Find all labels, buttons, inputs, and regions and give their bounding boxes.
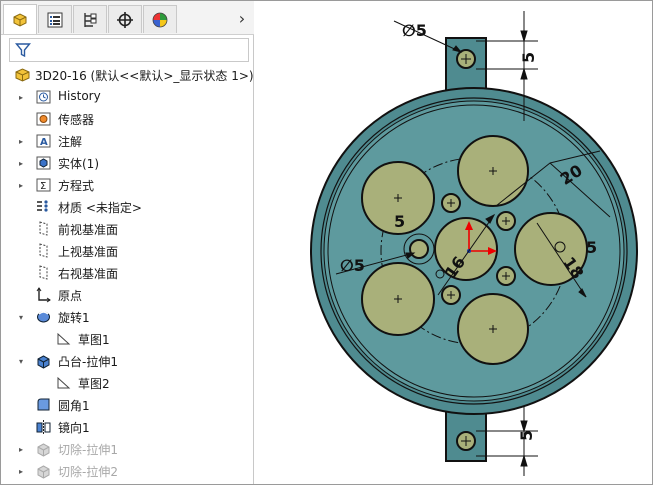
cut-extrude-icon	[37, 443, 50, 457]
tree-item[interactable]: 传感器	[1, 108, 253, 130]
crosshair-icon	[117, 11, 133, 28]
tree-item[interactable]: 上视基准面	[1, 240, 253, 262]
tree-item[interactable]: 圆角1	[1, 394, 253, 416]
tree-item-label: 注解	[58, 135, 83, 149]
tree-item[interactable]: ▸ A 注解	[1, 130, 253, 152]
tab-display-manager[interactable]	[143, 5, 177, 33]
tree-item[interactable]: 原点	[1, 284, 253, 306]
tree-item-label: History	[58, 89, 101, 103]
tree-item-label: 前视基准面	[58, 223, 119, 237]
filter-input[interactable]	[9, 38, 249, 62]
tree-item[interactable]: ▸ Σ 方程式	[1, 174, 253, 196]
origin-triad	[465, 221, 497, 255]
svg-text:A: A	[40, 137, 48, 148]
tree-item[interactable]: ▸ History	[1, 86, 253, 108]
bottom-mounting-tab	[445, 405, 487, 462]
tree-item-label: 旋转1	[58, 311, 90, 325]
tree-item-label: 切除-拉伸1	[58, 443, 118, 457]
model-drawing: ∅5 5 5 5 ∅5 16 20 18 5	[310, 11, 638, 476]
tree-item-label: 草图2	[78, 377, 110, 391]
tree-item[interactable]: ▾ 凸台-拉伸1	[1, 350, 253, 372]
revolve-icon	[37, 311, 50, 323]
tree-item[interactable]: 材质 <未指定>	[1, 196, 253, 218]
tree-item[interactable]: 右视基准面	[1, 262, 253, 284]
tab-more-chevron[interactable]: ›	[238, 8, 246, 28]
dimension-lines	[335, 11, 611, 476]
part-icon	[15, 68, 30, 82]
sketch-icon	[57, 332, 71, 345]
tree-item-label: 上视基准面	[58, 245, 119, 259]
equation-icon: Σ	[36, 178, 51, 192]
expand-chevron-icon[interactable]: ▸	[18, 92, 23, 102]
annotation-icon: A	[36, 134, 51, 148]
tree-item-label: 传感器	[58, 113, 95, 127]
collapse-chevron-icon[interactable]: ▾	[18, 312, 23, 322]
tree-item-label: 凸台-拉伸1	[58, 355, 118, 369]
tree-item[interactable]: ▸ 切除-拉伸1	[1, 438, 253, 460]
property-list-icon	[47, 12, 63, 27]
expand-chevron-icon[interactable]: ▸	[18, 444, 23, 454]
tab-feature-manager[interactable]	[3, 4, 37, 34]
tree-item-label: 草图1	[78, 333, 110, 347]
tree-item[interactable]: 前视基准面	[1, 218, 253, 240]
fillet-icon	[37, 398, 50, 411]
tree-item-label: 方程式	[58, 179, 95, 193]
plane-icon	[39, 265, 48, 280]
appearance-icon	[152, 12, 168, 27]
tree-item-label: 实体(1)	[58, 157, 99, 171]
tree-item-label: 圆角1	[58, 399, 90, 413]
history-folder-icon	[36, 90, 51, 104]
material-icon	[37, 200, 48, 212]
tab-dimxpert-manager[interactable]	[108, 5, 142, 33]
configuration-icon	[84, 12, 97, 27]
expand-chevron-icon[interactable]: ▸	[18, 158, 23, 168]
tree-item[interactable]: 草图1	[1, 328, 253, 350]
collapse-chevron-icon[interactable]: ▾	[18, 356, 23, 366]
dim-left-boss[interactable]: 5	[394, 212, 405, 231]
sketch-icon	[57, 376, 71, 389]
filter-icon	[15, 43, 31, 58]
dim-center-pin-dia[interactable]: ∅5	[340, 256, 365, 275]
feature-manager-panel: › 3D20-16 (默认<<默认>_显示状态 1>) ▸ History 传感器 ▸…	[1, 1, 254, 484]
dim-right-boss[interactable]: 5	[586, 238, 597, 257]
tree-root-label: 3D20-16 (默认<<默认>_显示状态 1>)	[35, 69, 254, 83]
tree-item[interactable]: 草图2	[1, 372, 253, 394]
plane-icon	[39, 221, 48, 236]
expand-chevron-icon[interactable]: ▸	[18, 180, 23, 190]
expand-chevron-icon[interactable]: ▸	[18, 466, 23, 476]
dim-top-tab-height[interactable]: 5	[519, 52, 538, 63]
expand-chevron-icon[interactable]: ▸	[18, 136, 23, 146]
tree-item-label: 原点	[58, 289, 83, 303]
tree-item[interactable]: ▾ 旋转1	[1, 306, 253, 328]
dim-bottom-tab-height[interactable]: 5	[517, 430, 536, 441]
tab-configuration-manager[interactable]	[73, 5, 107, 33]
svg-text:Σ: Σ	[40, 181, 46, 192]
dim-top-hole-dia[interactable]: ∅5	[402, 21, 427, 40]
tree-item-label: 右视基准面	[58, 267, 119, 281]
extrude-icon	[37, 355, 50, 369]
top-mounting-tab	[445, 37, 487, 95]
plane-icon	[39, 243, 48, 258]
manager-tabs: ›	[1, 1, 254, 35]
tree-item-label: 镜向1	[58, 421, 90, 435]
tab-property-manager[interactable]	[38, 5, 72, 33]
cut-extrude-icon	[37, 465, 50, 479]
main-disc	[310, 87, 638, 415]
solid-body-icon	[36, 156, 51, 170]
tree-item[interactable]: ▸ 实体(1)	[1, 152, 253, 174]
tree-item[interactable]: 镜向1	[1, 416, 253, 438]
tree-item-label: 切除-拉伸2	[58, 465, 118, 479]
tree-item-label: 材质 <未指定>	[58, 201, 142, 215]
origin-icon	[36, 287, 51, 303]
part-icon	[13, 12, 27, 27]
tree-root[interactable]: 3D20-16 (默认<<默认>_显示状态 1>)	[1, 64, 254, 86]
sensor-icon	[36, 112, 51, 126]
mirror-icon	[36, 420, 51, 434]
graphics-viewport[interactable]: ∅5 5 5 5 ∅5 16 20 18 5	[254, 1, 652, 484]
tree-item[interactable]: ▸ 切除-拉伸2	[1, 460, 253, 482]
